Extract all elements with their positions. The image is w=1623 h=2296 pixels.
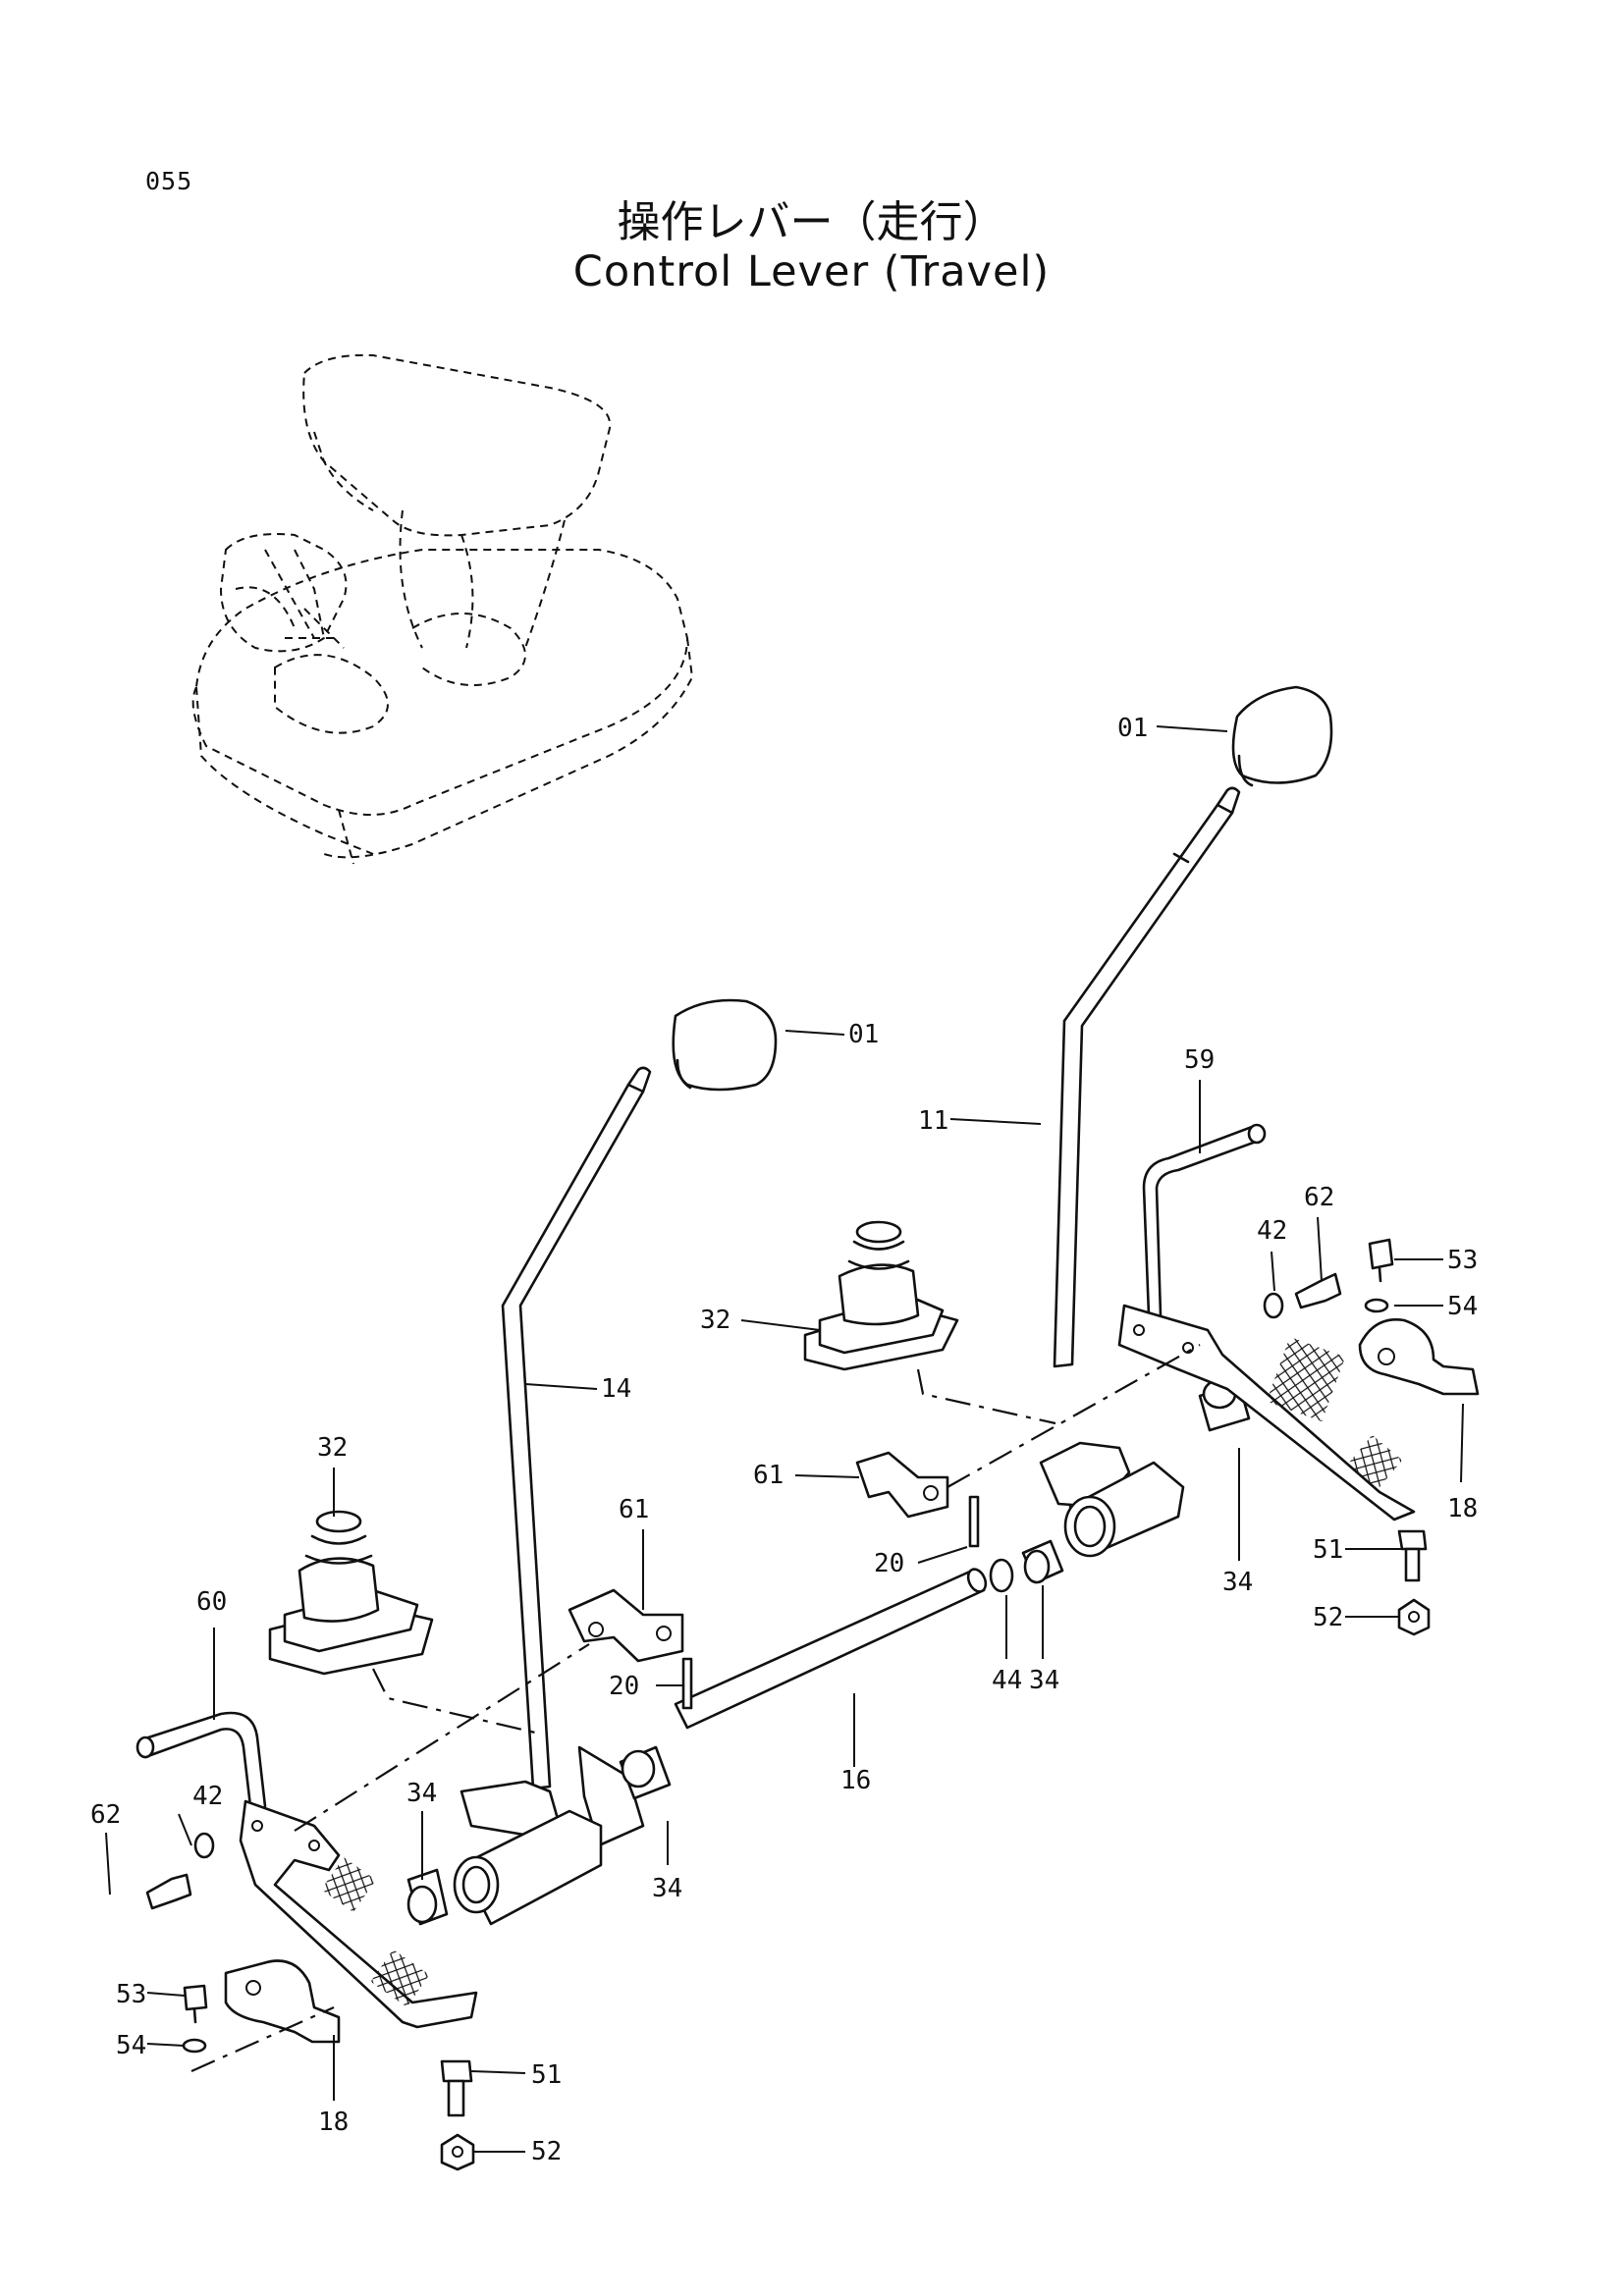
bushing-34-left-center	[619, 1745, 672, 1800]
callout-bolt-53-left: 53	[116, 1980, 146, 2009]
nut-52-left	[440, 2133, 475, 2171]
boot-32-right	[803, 1220, 959, 1371]
callout-lockwasher-54-right: 54	[1447, 1292, 1478, 1321]
bolt-53-left	[183, 1984, 208, 2024]
leader-lines	[105, 725, 1464, 2153]
callout-lever-14: 14	[601, 1374, 631, 1404]
lever-14-left	[501, 1066, 652, 1790]
callout-bolt-53-right: 53	[1447, 1246, 1478, 1275]
bolt-51-left	[440, 2059, 473, 2117]
bracket-61-left	[568, 1588, 684, 1663]
callout-pedal-18-left: 18	[318, 2108, 349, 2137]
knob-01-left	[672, 998, 778, 1092]
callout-boot-32-left: 32	[317, 1433, 348, 1463]
arm-59-pedal-18-right	[1117, 1123, 1416, 1522]
boot-32-left	[268, 1510, 434, 1676]
callout-washer-42-right: 42	[1257, 1216, 1287, 1246]
callout-screw-62-right: 62	[1304, 1183, 1334, 1212]
washer-44	[989, 1558, 1014, 1593]
callout-washer-44: 44	[992, 1666, 1022, 1695]
callout-boot-32-right: 32	[700, 1306, 730, 1335]
bolt-53-right	[1368, 1238, 1394, 1283]
callout-bushing-34-right-outer: 34	[1222, 1568, 1253, 1597]
callout-lever-11: 11	[918, 1106, 948, 1136]
callout-knob-01-right: 01	[1117, 714, 1148, 743]
lockwasher-54-right	[1364, 1298, 1389, 1313]
arm-60-pedal-18-left	[135, 1711, 478, 2029]
callout-pedal-18-right: 18	[1447, 1494, 1478, 1523]
callout-bracket-61-left: 61	[619, 1495, 649, 1524]
callout-washer-42-left: 42	[192, 1782, 223, 1811]
pivot-housing-left	[453, 1745, 645, 1926]
callout-nut-52-left: 52	[531, 2137, 562, 2166]
pivot-housing-right	[1039, 1441, 1185, 1558]
bracket-61-right	[855, 1451, 949, 1519]
callout-bolt-51-left: 51	[531, 2060, 562, 2090]
machine-overview-sketch	[191, 353, 694, 865]
callout-bracket-61-right: 61	[753, 1461, 784, 1490]
bushing-34-right-inner	[1021, 1539, 1064, 1584]
washer-42-right	[1263, 1292, 1284, 1319]
callout-bolt-51-right: 51	[1313, 1535, 1343, 1565]
callout-bushing-34-left-center: 34	[652, 1874, 682, 1903]
bushing-34-left-outer	[406, 1868, 449, 1926]
callout-arm-60: 60	[196, 1587, 227, 1617]
pin-20-right	[968, 1495, 980, 1548]
callout-pin-20-left: 20	[609, 1672, 639, 1701]
callout-arm-59: 59	[1184, 1045, 1215, 1075]
title-english: Control Lever (Travel)	[572, 247, 1051, 296]
title-japanese: 操作レバー（走行）	[617, 197, 1006, 247]
clamp-left	[224, 1959, 341, 2044]
pin-20-left	[681, 1657, 693, 1710]
washer-42-left	[193, 1832, 215, 1859]
callout-knob-01-left: 01	[848, 1020, 879, 1049]
screw-62-left	[145, 1873, 192, 1910]
page-number: 055	[145, 167, 193, 195]
bolt-51-right	[1397, 1529, 1428, 1582]
callout-nut-52-right: 52	[1313, 1603, 1343, 1632]
knob-01-right	[1231, 685, 1333, 787]
shaft-16	[674, 1568, 988, 1730]
lever-11-right	[1053, 786, 1241, 1368]
callout-screw-62-left: 62	[90, 1800, 121, 1830]
callout-labels: 01 01 11 14 59 42 62 53 54 32 18 61 20 3…	[90, 714, 1478, 2166]
callout-shaft-16: 16	[840, 1766, 871, 1795]
callout-lockwasher-54-left: 54	[116, 2031, 146, 2060]
nut-52-right	[1397, 1598, 1431, 1636]
screw-62-right	[1294, 1272, 1342, 1309]
assembly-centerlines	[190, 1344, 1201, 2073]
lockwasher-54-left	[182, 2038, 207, 2054]
clamp-right	[1358, 1317, 1480, 1396]
callout-bushing-34-right-inner: 34	[1029, 1666, 1059, 1695]
callout-bushing-34-left-outer: 34	[406, 1779, 437, 1808]
callout-pin-20-right: 20	[874, 1549, 904, 1578]
